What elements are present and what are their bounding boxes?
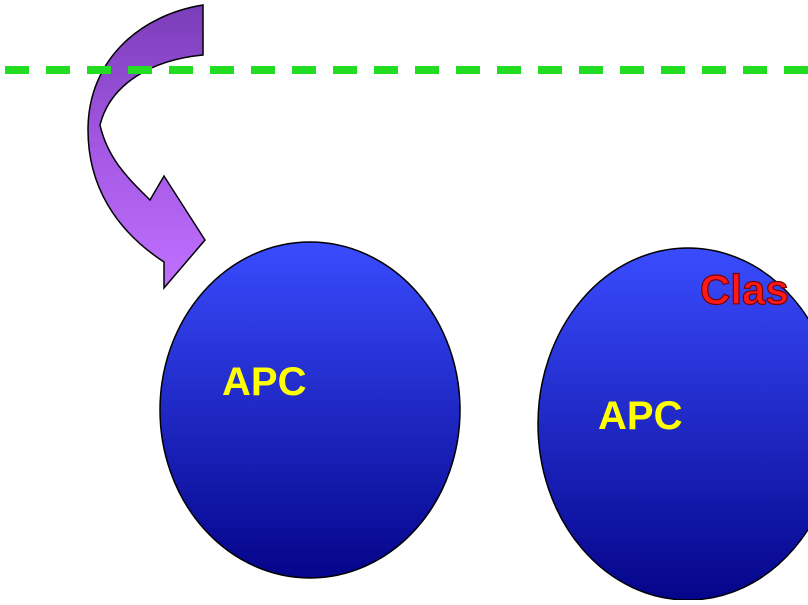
apc-cell-left-label: APC [222,360,306,404]
class-annotation: Clas [700,266,789,313]
apc-cell-right-label: APC [598,394,682,438]
curved-arrow-icon [87,4,206,291]
apc-cell-left [159,241,461,579]
